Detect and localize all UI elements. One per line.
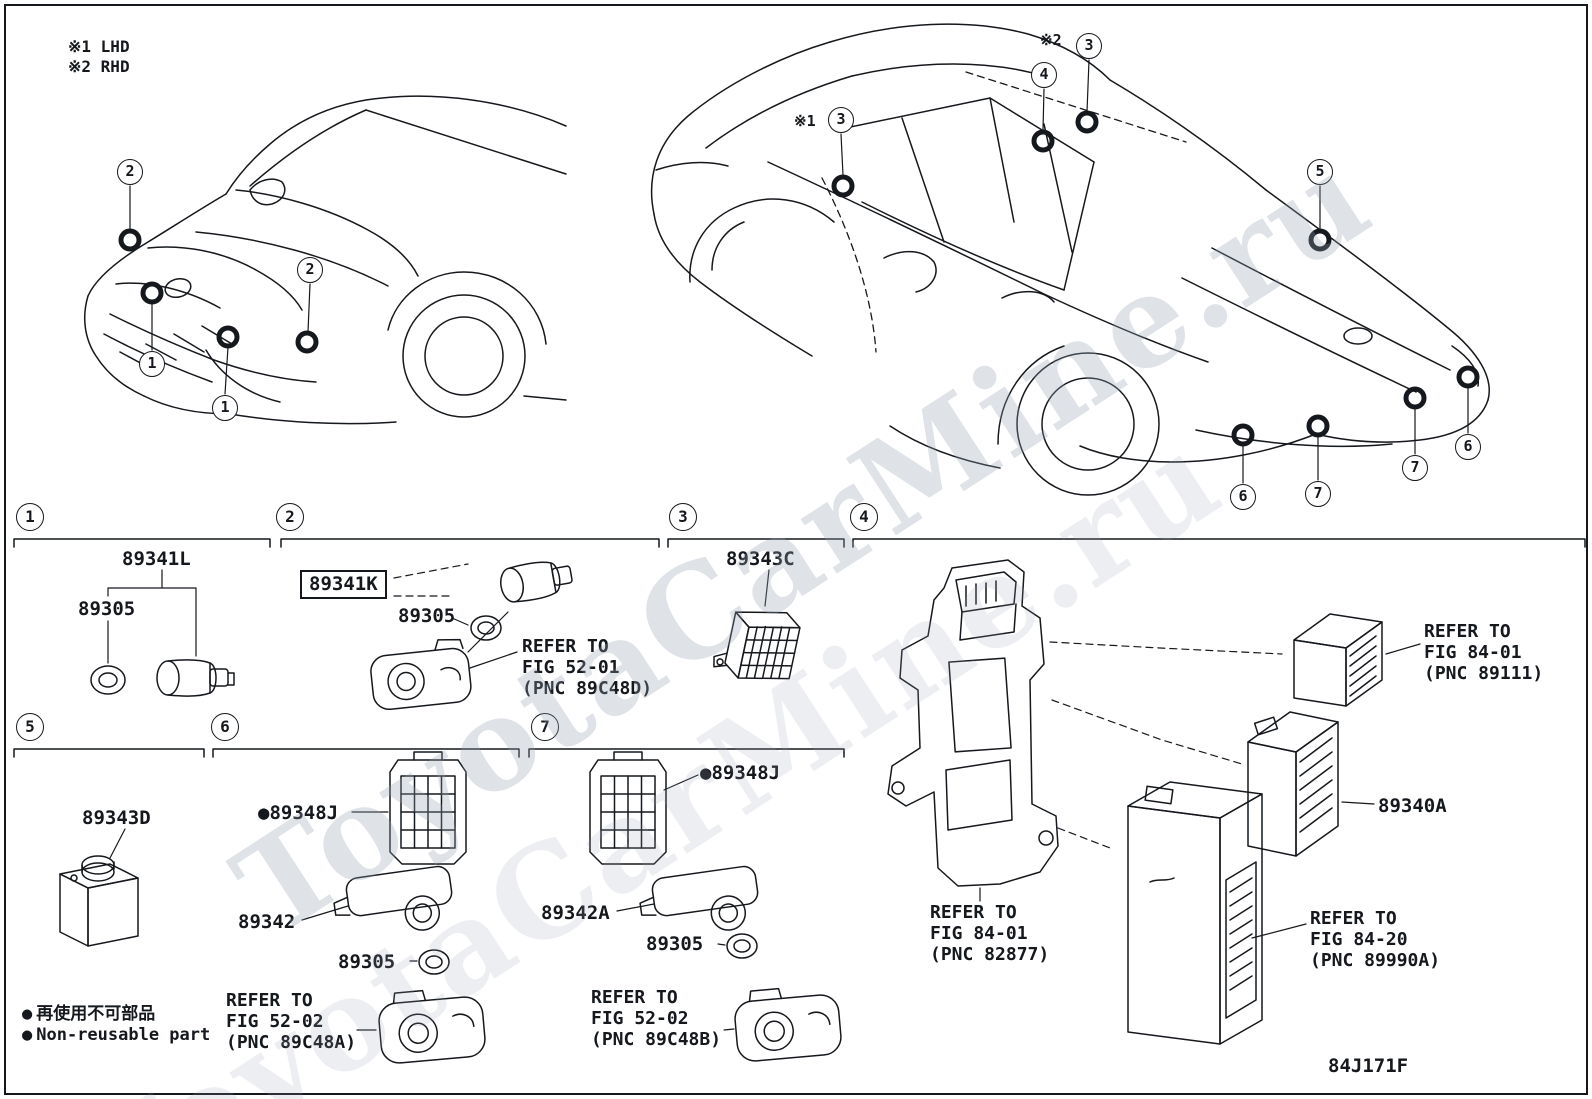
refer-fig-52-01: REFER TO FIG 52-01 (PNC 89C48D) — [522, 636, 652, 699]
part-ecu-89990A — [1127, 781, 1263, 1045]
part-89305-retainer-s7 — [726, 933, 758, 959]
refer-line: FIG 52-02 — [226, 1011, 324, 1032]
refer-line: REFER TO — [522, 636, 609, 657]
label-89342: 89342 — [238, 911, 296, 933]
label-89343D: 89343D — [82, 807, 151, 829]
refer-fig-84-01-82877: REFER TO FIG 84-01 (PNC 82877) — [930, 902, 1049, 965]
legend-non-reusable-en: ●Non-reusable part — [22, 1025, 210, 1045]
refer-line: (PNC 89990A) — [1310, 950, 1441, 971]
callout-rear-6b: 6 — [1455, 434, 1481, 460]
callout-front-1b: 1 — [212, 395, 238, 421]
label-89305-s1: 89305 — [78, 598, 136, 620]
part-89343C — [713, 611, 801, 680]
section-number-3: 3 — [669, 503, 697, 531]
refer-line: REFER TO — [591, 987, 678, 1008]
refer-line: FIG 52-01 — [522, 657, 620, 678]
refer-line: (PNC 89C48B) — [591, 1029, 722, 1050]
part-bracket-82877 — [887, 559, 1059, 887]
refer-line: FIG 84-01 — [1424, 642, 1522, 663]
callout-rear-4: 4 — [1031, 62, 1057, 88]
part-ecu-89340A — [1247, 711, 1339, 857]
part-89348J-retainer-a — [389, 751, 467, 865]
label-89342A: 89342A — [541, 902, 610, 924]
part-89342-sensor — [333, 865, 453, 931]
non-reusable-bullet: ● — [22, 1025, 33, 1045]
non-reusable-bullet: ● — [258, 802, 270, 824]
refer-line: FIG 52-02 — [591, 1008, 689, 1029]
label-89305-s2: 89305 — [398, 605, 456, 627]
section-number-5: 5 — [16, 713, 44, 741]
callout-rear-7b: 7 — [1402, 455, 1428, 481]
part-89305-retainer-s6 — [418, 949, 450, 975]
label-89305-s6: 89305 — [338, 951, 396, 973]
refer-line: REFER TO — [226, 990, 313, 1011]
label-89348J-b: ●89348J — [700, 762, 780, 784]
section-brackets — [13, 538, 1586, 758]
label-89343C: 89343C — [726, 548, 795, 570]
callout-leaders — [129, 59, 1469, 484]
non-reusable-bullet: ● — [700, 762, 712, 784]
label-89341K-boxed: 89341K — [300, 570, 387, 599]
refer-line: (PNC 82877) — [930, 944, 1050, 965]
refer-line: REFER TO — [930, 902, 1017, 923]
part-number: 89348J — [269, 802, 339, 824]
part-89348J-retainer-b — [589, 751, 667, 865]
callout-rear-6a: 6 — [1230, 484, 1256, 510]
callout-prefix-lhd: ※1 — [794, 112, 816, 130]
callout-rear-3a: 3 — [828, 107, 854, 133]
callout-front-2a: 2 — [117, 159, 143, 185]
refer-line: REFER TO — [1424, 621, 1511, 642]
callout-prefix-rhd: ※2 — [1040, 31, 1062, 49]
refer-line: FIG 84-01 — [930, 923, 1028, 944]
legend-text: Non-reusable part — [36, 1025, 211, 1045]
part-bezel-89C48A — [378, 989, 486, 1064]
callout-front-1a: 1 — [139, 351, 165, 377]
label-89305-s7: 89305 — [646, 933, 704, 955]
refer-line: FIG 84-20 — [1310, 929, 1408, 950]
part-89341L-sensor — [156, 659, 235, 697]
callout-rear-3b: 3 — [1076, 33, 1102, 59]
part-89343D — [59, 855, 139, 947]
part-bezel-89C48B — [734, 987, 842, 1062]
part-leaders — [107, 563, 1421, 1031]
refer-fig-84-01-89111: REFER TO FIG 84-01 (PNC 89111) — [1424, 621, 1543, 684]
refer-line: (PNC 89111) — [1424, 663, 1544, 684]
refer-fig-52-02-a: REFER TO FIG 52-02 (PNC 89C48A) — [226, 990, 356, 1053]
callout-rear-7a: 7 — [1305, 481, 1331, 507]
part-89341K-sensor — [500, 561, 573, 603]
legend-text: 再使用不可部品 — [36, 1004, 156, 1024]
front-car-drawing — [83, 95, 567, 425]
note-rhd: ※2 RHD — [68, 57, 130, 76]
legend-non-reusable-jp: ●再使用不可部品 — [22, 999, 155, 1024]
section-number-6: 6 — [211, 713, 239, 741]
label-89341L: 89341L — [122, 548, 191, 570]
part-number: 89348J — [711, 762, 781, 784]
part-89305-retainer-s1 — [90, 665, 126, 695]
sensor-location-markers — [118, 110, 1480, 447]
refer-line: (PNC 89C48A) — [226, 1032, 357, 1053]
non-reusable-bullet: ● — [22, 1004, 33, 1024]
section-number-4: 4 — [850, 503, 878, 531]
part-ecu-89111 — [1293, 613, 1383, 707]
label-89348J-a: ●89348J — [258, 802, 338, 824]
part-89305-retainer-s2 — [470, 615, 502, 641]
callout-rear-5: 5 — [1307, 159, 1333, 185]
refer-fig-84-20: REFER TO FIG 84-20 (PNC 89990A) — [1310, 908, 1440, 971]
part-89342A-sensor — [639, 865, 759, 931]
section-number-7: 7 — [531, 713, 559, 741]
section-number-2: 2 — [276, 503, 304, 531]
refer-line: (PNC 89C48D) — [522, 678, 653, 699]
label-89340A: 89340A — [1378, 795, 1447, 817]
rear-car-drawing — [650, 23, 1490, 496]
section-number-1: 1 — [16, 503, 44, 531]
refer-fig-52-02-b: REFER TO FIG 52-02 (PNC 89C48B) — [591, 987, 721, 1050]
note-lhd: ※1 LHD — [68, 37, 130, 56]
part-bezel-89C48D — [370, 638, 472, 711]
figure-code: 84J171F — [1328, 1055, 1409, 1077]
callout-front-2b: 2 — [297, 257, 323, 283]
refer-line: REFER TO — [1310, 908, 1397, 929]
